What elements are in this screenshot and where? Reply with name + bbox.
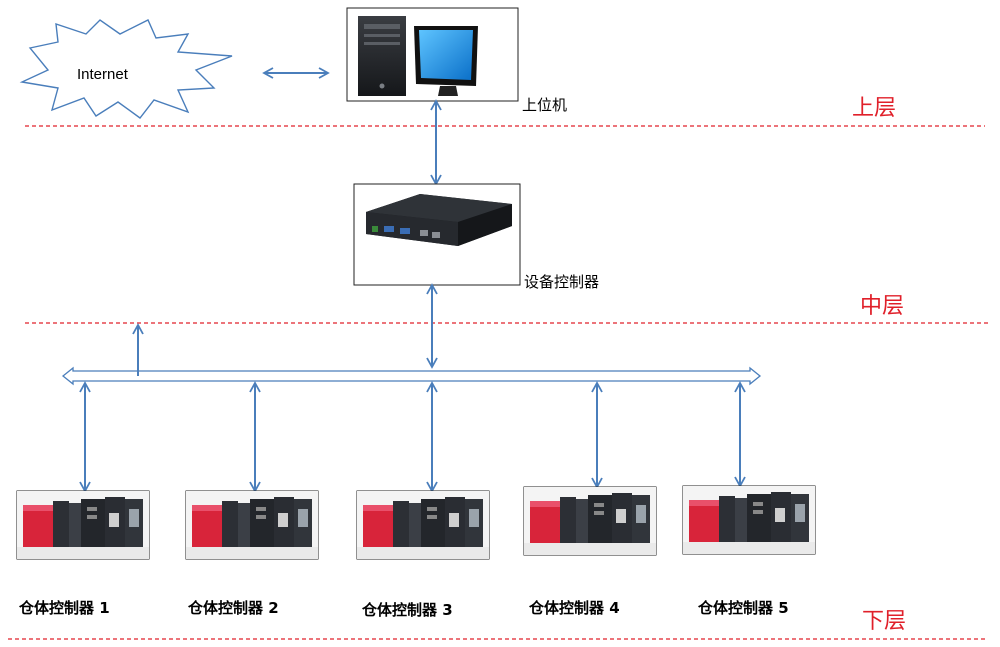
warehouse-controller-label-5: 仓体控制器 5 [698, 599, 789, 617]
layer-label-upper: 上层 [852, 96, 897, 121]
warehouse-controller-label-4: 仓体控制器 4 [529, 599, 620, 617]
bus-arrow [61, 366, 762, 386]
layer-label-lower: 下层 [862, 609, 907, 634]
internet-label: Internet [77, 66, 128, 83]
host-label: 上位机 [522, 96, 568, 114]
internet-cloud-icon [19, 19, 233, 119]
plc-icon-3 [356, 490, 490, 560]
warehouse-controller-label-3: 仓体控制器 3 [362, 601, 453, 619]
host-computer-icon [346, 7, 519, 102]
layer-label-middle: 中层 [860, 294, 905, 319]
plc-icon-2 [185, 490, 319, 560]
plc-icon-1 [16, 490, 150, 560]
device-controller-icon [353, 183, 521, 286]
warehouse-controller-label-2: 仓体控制器 2 [188, 599, 279, 617]
plc-icon-5 [682, 485, 816, 555]
plc-icon-4 [523, 486, 657, 556]
warehouse-controller-label-1: 仓体控制器 1 [19, 599, 110, 617]
device-controller-label: 设备控制器 [524, 273, 600, 291]
